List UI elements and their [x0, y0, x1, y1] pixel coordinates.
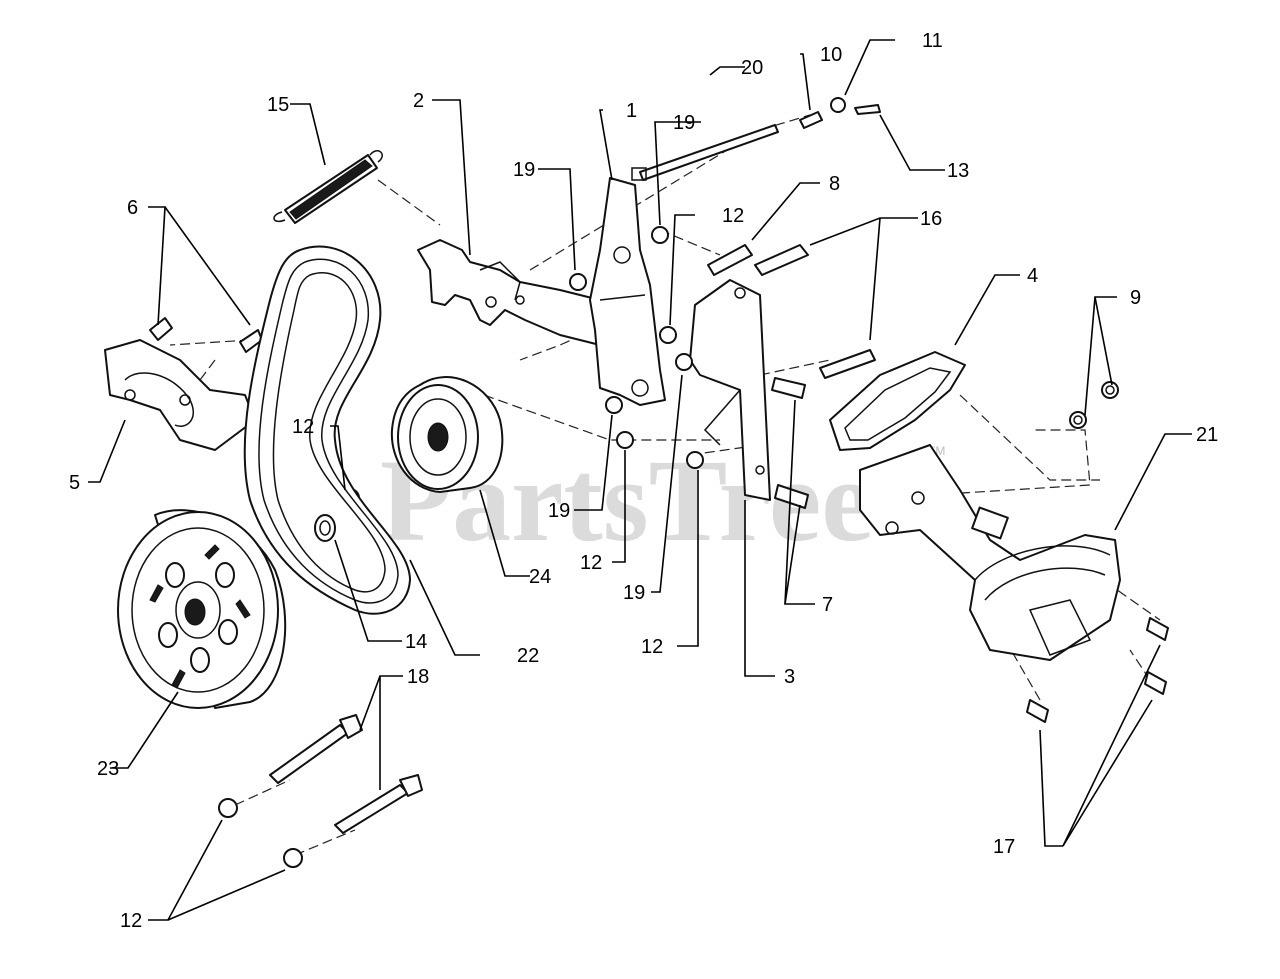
part-16-bolt-upper — [754, 244, 809, 276]
callout-12-bracket-nut: 12 — [641, 636, 663, 658]
part-18-bolt-lower — [334, 774, 423, 834]
callout-22: 22 — [517, 645, 539, 667]
callout-16: 16 — [920, 208, 942, 230]
part-14-washer — [314, 514, 336, 542]
callout-1: 1 — [626, 100, 637, 122]
callout-4: 4 — [1027, 265, 1038, 287]
callout-3: 3 — [784, 666, 795, 688]
part-10-cable-end — [799, 111, 823, 129]
callout-20: 20 — [741, 57, 763, 79]
part-17-bolts — [1026, 617, 1169, 723]
part-22-v-belt — [243, 245, 411, 615]
part-7-bolt-upper — [771, 377, 806, 399]
callout-23: 23 — [97, 758, 119, 780]
callout-21: 21 — [1196, 424, 1218, 446]
callout-19-left: 19 — [513, 159, 535, 181]
callout-leaders — [88, 39, 1192, 921]
callout-6: 6 — [127, 197, 138, 219]
callout-13: 13 — [947, 160, 969, 182]
callout-11: 11 — [922, 30, 943, 52]
callout-9: 9 — [1130, 287, 1141, 309]
part-9-flange-nuts — [1073, 385, 1115, 425]
part-3-bracket — [689, 279, 771, 501]
part-18-bolt-upper — [269, 714, 363, 784]
callout-8: 8 — [829, 173, 840, 195]
callout-14: 14 — [405, 631, 427, 653]
part-20-cable — [631, 124, 779, 181]
part-4-gasket — [829, 351, 966, 451]
part-13-cable-hook — [854, 104, 881, 115]
part-24-idler-pulley — [390, 376, 504, 493]
part-15-extension-spring — [273, 150, 383, 224]
callout-labels: 1 2 3 4 5 6 7 8 9 10 11 12 12 12 12 12 1… — [69, 30, 1218, 932]
callout-18: 18 — [407, 666, 429, 688]
callout-24: 24 — [529, 566, 551, 588]
part-8-bolt — [707, 244, 753, 276]
callout-15: 15 — [267, 94, 289, 116]
callout-19-lower: 19 — [548, 500, 570, 522]
part-6-bolts — [149, 317, 263, 353]
callout-19-top: 19 — [673, 112, 695, 134]
part-1-idler-arm — [589, 177, 666, 406]
part-16-bolt-lower — [819, 349, 876, 379]
callout-19-bottom: 19 — [623, 582, 645, 604]
part-11-cable-nut — [830, 97, 846, 113]
callout-12-lower-nut: 12 — [580, 552, 602, 574]
callout-2: 2 — [413, 90, 424, 112]
part-2-idler-bracket — [417, 239, 651, 346]
part-23-drive-pulley — [117, 509, 287, 709]
callout-17: 17 — [993, 836, 1015, 858]
callout-12-belt-nut: 12 — [292, 416, 314, 438]
callout-12-arm-nut: 12 — [722, 205, 744, 227]
callout-7: 7 — [822, 594, 833, 616]
callout-12-bolt-nuts: 12 — [120, 910, 142, 932]
part-7-bolt-lower — [774, 484, 809, 509]
part-21-housing — [859, 444, 1121, 661]
part-5-belt-guide-bracket — [104, 339, 256, 451]
callout-5: 5 — [69, 472, 80, 494]
callout-10: 10 — [820, 44, 842, 66]
